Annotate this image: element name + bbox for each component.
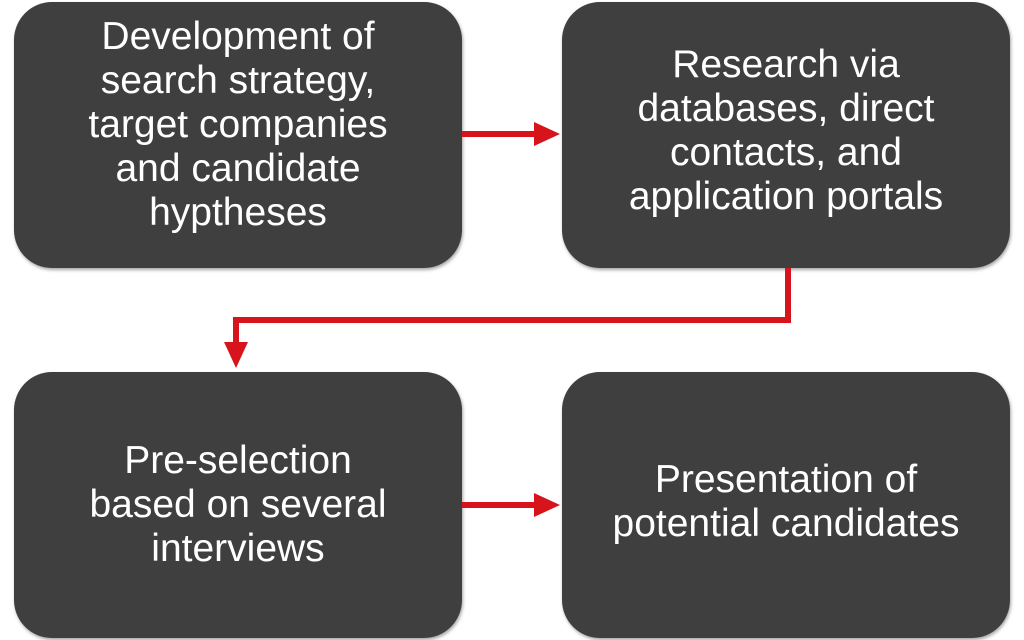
arrow-step1-to-step2 — [462, 122, 560, 146]
step-label-pre-selection: Pre-selection based on several interview… — [89, 439, 387, 570]
step-box-research: Research via databases, direct contacts,… — [562, 2, 1010, 268]
step-label-search-strategy: Development of search strategy, target c… — [88, 15, 388, 234]
step-box-pre-selection: Pre-selection based on several interview… — [14, 372, 462, 638]
step-label-research: Research via databases, direct contacts,… — [628, 43, 944, 218]
arrow-step2-to-step3 — [224, 268, 791, 368]
step-label-presentation: Presentation of potential candidates — [612, 458, 960, 545]
step-box-search-strategy: Development of search strategy, target c… — [14, 2, 462, 268]
arrow-step3-to-step4 — [462, 493, 560, 517]
step-box-presentation: Presentation of potential candidates — [562, 372, 1010, 638]
